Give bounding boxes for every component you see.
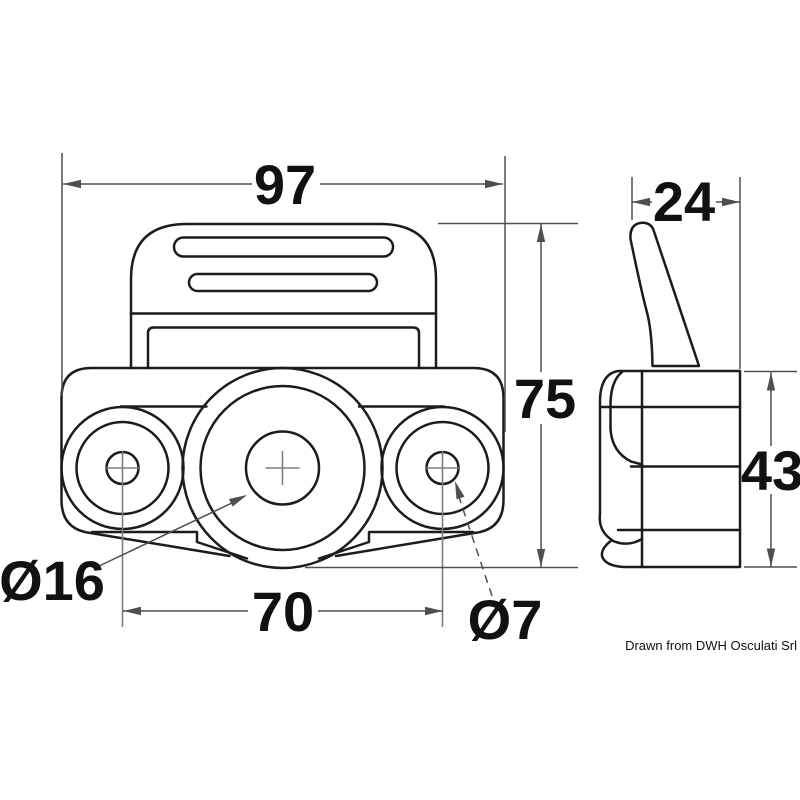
arrow-up-icon	[766, 372, 776, 391]
extension-line	[744, 370, 797, 568]
side-flange-curve-bottom	[610, 537, 644, 545]
center-boss-inner-circle	[199, 384, 366, 552]
dimension-labels: 97 24 75 43 70 Ø16 Ø7 Drawn from DWH Osc…	[0, 153, 800, 653]
dim-overall-width-label: 97	[254, 153, 316, 216]
cover-cap-outline	[129, 222, 438, 370]
arrow-right-icon	[485, 179, 503, 189]
arrow-left-icon	[123, 606, 141, 616]
dim-side-height-label: 43	[741, 439, 800, 502]
dim-overall-width	[61, 153, 506, 432]
leader-line-mount-hole	[458, 496, 493, 597]
center-hole-crosshair	[265, 451, 300, 485]
dim-overall-height-label: 75	[514, 367, 576, 430]
arrow-right-icon	[722, 197, 740, 207]
hole-centerlines	[106, 451, 459, 627]
arrow-down-icon	[766, 548, 776, 567]
mount-hole-diameter-label: Ø7	[468, 588, 543, 651]
cap-slot-top	[172, 236, 395, 258]
extension-line	[631, 177, 741, 369]
extension-line	[61, 153, 506, 432]
center-hole-diameter-label: Ø16	[0, 549, 105, 612]
arrow-down-icon	[536, 549, 546, 567]
dimension-annotations	[61, 153, 797, 616]
base-plate-bottom-detail	[90, 530, 475, 560]
side-lever-outline	[629, 221, 701, 368]
leader-arrow-icon	[455, 481, 465, 500]
leader-line-center-hole	[96, 501, 235, 568]
extension-line	[305, 222, 578, 569]
side-view	[598, 221, 742, 569]
side-feature-lines	[599, 405, 742, 532]
arrow-left-icon	[632, 197, 650, 207]
center-hole-circle	[244, 430, 321, 506]
dim-hole-spacing-label: 70	[252, 580, 314, 643]
arrow-up-icon	[536, 224, 546, 242]
side-flange-curve-top	[609, 370, 644, 466]
arrow-right-icon	[425, 606, 443, 616]
arrow-left-icon	[63, 179, 81, 189]
leader-arrow-icon	[229, 495, 247, 507]
dim-overall-height	[305, 222, 578, 569]
right-hole-crosshair	[426, 451, 459, 627]
cap-slot-bottom	[187, 272, 379, 293]
dimension-arrowheads	[63, 179, 776, 616]
neck-window	[146, 326, 421, 370]
left-hole-crosshair	[106, 451, 139, 627]
credit-note: Drawn from DWH Osculati Srl	[625, 638, 797, 653]
dim-lever-depth-label: 24	[653, 170, 715, 233]
